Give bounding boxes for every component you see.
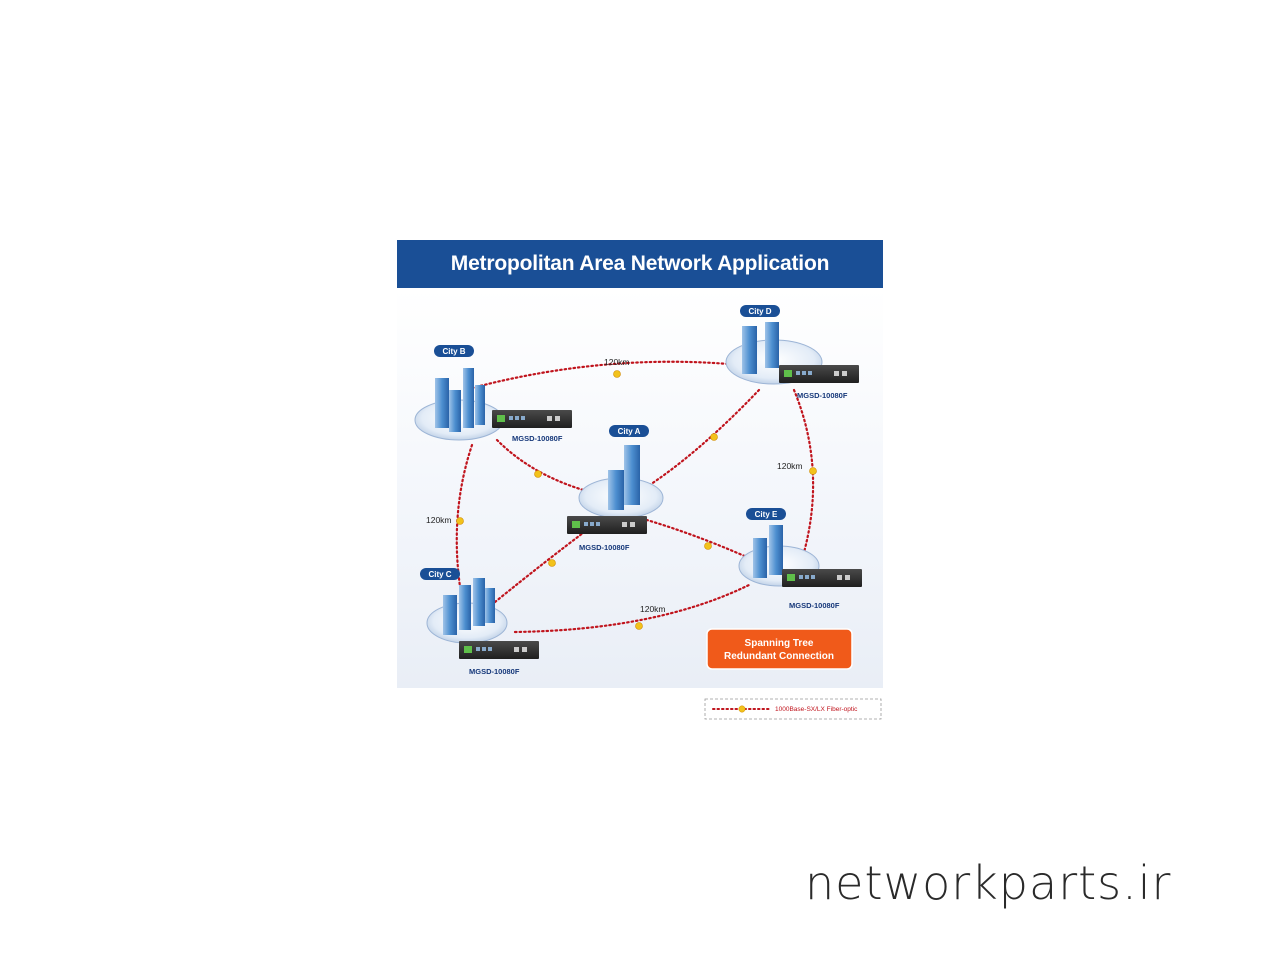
fiber-dot [613, 370, 621, 378]
building-icon [485, 588, 495, 623]
city-badge [420, 568, 460, 580]
network-diagram: Metropolitan Area Network Application [397, 240, 883, 722]
city-label: City B [442, 347, 465, 356]
fiber-dots [456, 370, 817, 630]
spanning-tree-callout: Spanning Tree Redundant Connection [706, 628, 853, 670]
fiber-dot [710, 433, 718, 441]
fiber-dot [635, 622, 643, 630]
building-icon [463, 368, 474, 428]
callout-box [706, 628, 853, 670]
device-label: MGSD-10080F [469, 667, 520, 676]
watermark: networkparts.ir [805, 856, 1172, 910]
link-e-a [645, 518, 751, 560]
link-d-a [640, 388, 761, 492]
link-c-a [493, 528, 589, 604]
fiber-dot [534, 470, 542, 478]
city-label: City C [428, 570, 451, 579]
link-c-e [513, 583, 751, 634]
switch-device-icon [492, 410, 572, 428]
building-icon [473, 578, 485, 626]
city-d-node: City D MGSD-10080F [725, 305, 859, 400]
building-icon [742, 326, 757, 374]
device-label: MGSD-10080F [579, 543, 630, 552]
building-icon [769, 525, 783, 575]
callout-line-1: Spanning Tree [745, 638, 814, 649]
building-icon [765, 322, 779, 368]
distance-label-d-e: 120km [777, 461, 803, 471]
city-label: City E [755, 510, 778, 519]
legend: 1000Base-SX/LX Fiber-optic [704, 698, 882, 720]
city-badge [609, 425, 649, 437]
link-b-d [470, 360, 761, 390]
diagram-svg: 120km 120km 120km 120km City B MGSD-1008… [414, 305, 882, 720]
city-c-node: City C MGSD-10080F [420, 568, 539, 676]
distance-label-b-c: 120km [426, 515, 452, 525]
fiber-links [455, 360, 815, 634]
legend-box [704, 698, 882, 720]
switch-device-icon [782, 569, 862, 587]
diagram-title: Metropolitan Area Network Application [450, 252, 830, 275]
title-bar: Metropolitan Area Network Application [397, 240, 883, 288]
building-icon [608, 470, 624, 510]
building-icon [753, 538, 767, 578]
device-label: MGSD-10080F [797, 391, 848, 400]
city-label: City D [748, 307, 771, 316]
callout-line-2: Redundant Connection [724, 651, 834, 662]
distance-label-b-d: 120km [604, 357, 630, 367]
switch-device-icon [779, 365, 859, 383]
device-label: MGSD-10080F [789, 601, 840, 610]
city-label: City A [618, 427, 641, 436]
link-b-c [455, 443, 474, 607]
legend-fiber-dot [738, 705, 746, 713]
city-badge [434, 345, 474, 357]
city-e-node: City E MGSD-10080F [738, 508, 862, 610]
building-icon [475, 385, 485, 425]
fiber-dot [809, 467, 817, 475]
building-icon [624, 445, 640, 505]
building-icon [449, 390, 461, 432]
city-badge [746, 508, 786, 520]
city-badge [740, 305, 780, 317]
building-icon [435, 378, 449, 428]
legend-label: 1000Base-SX/LX Fiber-optic [775, 706, 858, 713]
city-b-node: City B MGSD-10080F [414, 345, 572, 443]
switch-device-icon [459, 641, 539, 659]
city-a-node: City A MGSD-10080F [567, 425, 664, 552]
device-label: MGSD-10080F [512, 434, 563, 443]
switch-device-icon [567, 516, 647, 534]
building-icon [443, 595, 457, 635]
link-d-e [792, 388, 815, 558]
distance-label-c-e: 120km [640, 604, 666, 614]
fiber-dot [704, 542, 712, 550]
building-icon [459, 585, 471, 630]
fiber-dot [548, 559, 556, 567]
fiber-dot [456, 517, 464, 525]
